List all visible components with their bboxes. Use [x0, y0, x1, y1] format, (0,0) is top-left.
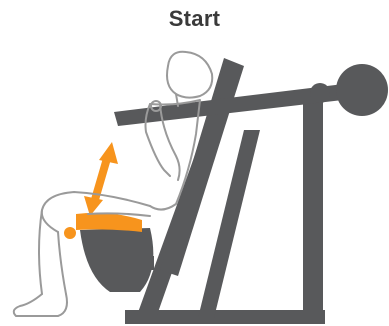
motion-arrow-icon [84, 142, 118, 216]
seat-pad [76, 213, 142, 232]
weight-plate [336, 64, 388, 116]
pivot-marker [64, 227, 76, 239]
lever-pivot [310, 83, 330, 103]
seat-bracket [128, 256, 154, 270]
rear-support-post [303, 100, 323, 324]
